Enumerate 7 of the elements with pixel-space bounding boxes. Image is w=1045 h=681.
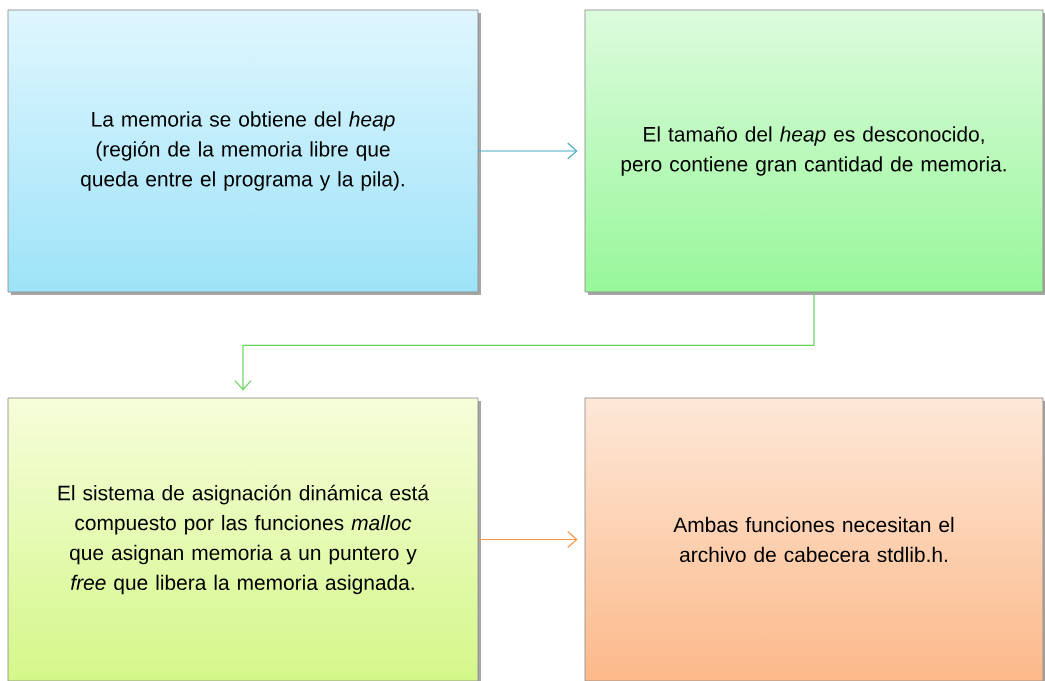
arrow xyxy=(477,530,578,549)
process-box: La memoria se obtiene del heap (región de la memoria libre que queda entre el programa y la pila). xyxy=(7,9,481,295)
arrow xyxy=(234,291,815,391)
process-box: Ambas funciones necesitan el archivo de cabecera stdlib.h. xyxy=(584,397,1045,681)
arrow xyxy=(477,142,578,160)
process-box: El tamaño del heap es desconocido, pero contiene gran cantidad de memoria. xyxy=(584,9,1045,295)
process-box: El sistema de asignación dinámica está compuesto por las funciones malloc que asignan memoria a un puntero y free que libera la memoria asignada. xyxy=(7,397,481,681)
